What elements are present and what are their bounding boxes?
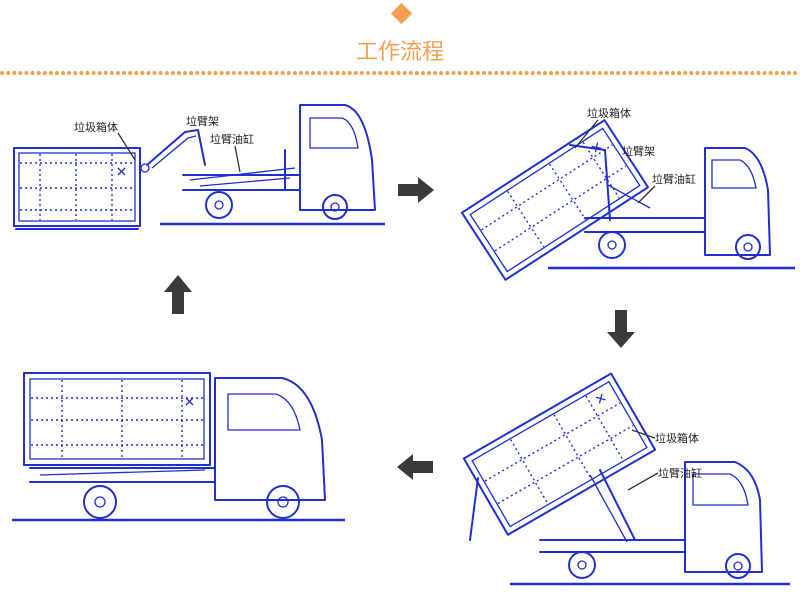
step-4-container [23, 372, 211, 466]
step-1-label-box: 垃圾箱体 [74, 120, 118, 134]
step-1-label-arm: 垃臂架 [186, 114, 219, 128]
step-3-truck [510, 461, 790, 586]
arrow-right-icon [398, 177, 434, 203]
step-2-label-box: 垃圾箱体 [587, 106, 631, 120]
step-2-truck [548, 147, 795, 270]
step-4-loaded [12, 372, 345, 522]
step-2-label-arm: 垃臂架 [622, 144, 655, 158]
step-2-label-cyl: 垃臂油缸 [652, 172, 696, 186]
header-diamond-icon [390, 2, 413, 25]
step-2-lifting: 垃圾箱体 垃臂架 垃臂油缸 [460, 106, 795, 281]
step-3-container [462, 372, 657, 536]
step-1-label-cyl: 垃臂油缸 [210, 132, 254, 146]
step-4-truck [12, 377, 345, 522]
header: 工作流程 [0, 2, 800, 75]
arrow-up-icon [164, 275, 192, 314]
step-1-truck [160, 104, 385, 226]
arrow-down-icon [607, 310, 635, 348]
step-1-container [13, 147, 141, 230]
step-3-dumping: 垃圾箱体 垃臂油缸 [462, 372, 790, 586]
step-3-label-cyl: 垃臂油缸 [658, 466, 702, 480]
arrow-left-icon [397, 454, 433, 480]
step-3-label-box: 垃圾箱体 [655, 431, 699, 445]
page-title: 工作流程 [356, 40, 444, 65]
step-1-detached: 垃圾箱体 垃臂架 垃臂油缸 [13, 104, 385, 230]
